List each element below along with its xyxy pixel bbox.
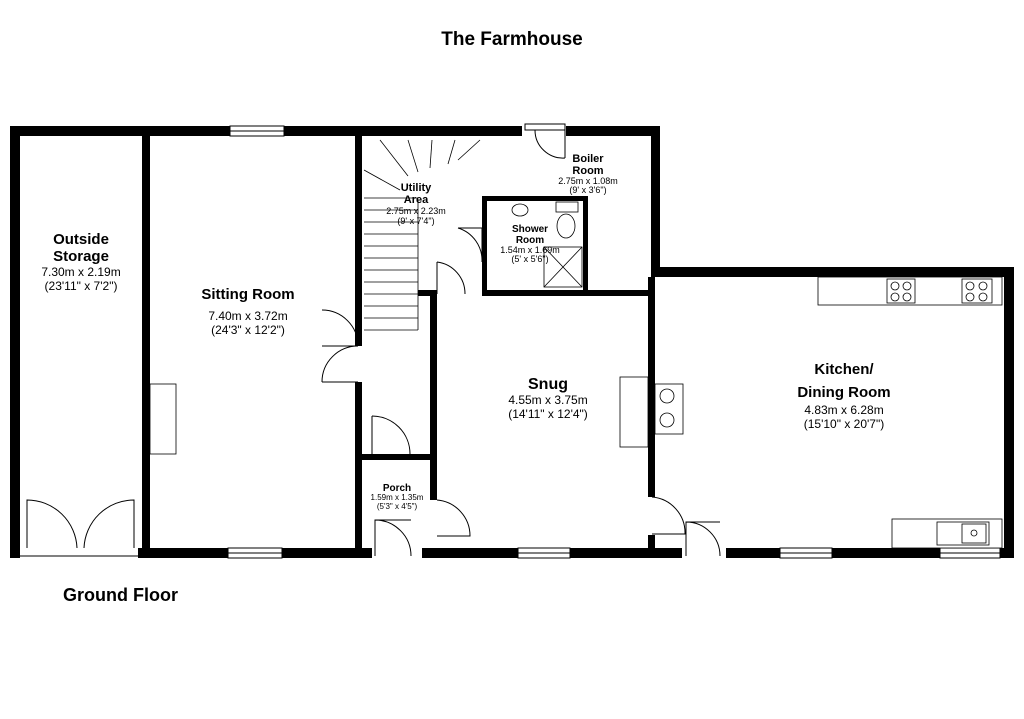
fixtures — [149, 201, 1003, 549]
shower-name-2: Room — [516, 235, 544, 246]
toilet — [556, 213, 576, 239]
sitting-room-dim-imperial: (24'3" x 12'2") — [211, 323, 285, 337]
exterior-walls — [10, 126, 1014, 558]
staircase — [363, 139, 481, 331]
outside-storage-dim-imperial: (23'11" x 7'2") — [45, 279, 118, 293]
porch-dim-imperial: (5'3" x 4'5") — [377, 502, 418, 511]
utility-name-2: Area — [404, 194, 429, 206]
snug-dim-metric: 4.55m x 3.75m — [508, 393, 587, 407]
outside-storage-name-2: Storage — [53, 248, 109, 265]
sitting-fireplace — [149, 383, 177, 455]
utility-name-1: Utility — [401, 182, 432, 194]
kitchen-dim-metric: 4.83m x 6.28m — [804, 403, 883, 417]
boiler-dim-metric: 2.75m x 1.08m — [558, 176, 618, 186]
basin — [511, 203, 529, 217]
interior-walls — [142, 136, 655, 548]
boiler-dim-imperial: (9' x 3'6") — [569, 185, 606, 195]
utility-dim-metric: 2.75m x 2.23m — [386, 206, 446, 216]
snug-name: Snug — [528, 376, 568, 393]
sitting-room-name: Sitting Room — [201, 286, 294, 303]
porch-dim-metric: 1.59m x 1.35m — [371, 493, 424, 502]
snug-dim-imperial: (14'11" x 12'4") — [508, 407, 588, 421]
kitchen-name-1: Kitchen/ — [814, 361, 874, 378]
outside-storage-dim-metric: 7.30m x 2.19m — [41, 265, 120, 279]
wall-openings — [20, 126, 1000, 558]
floor-label: Ground Floor — [63, 585, 178, 605]
porch-name: Porch — [383, 483, 411, 494]
shower-dim-imperial: (5' x 5'6") — [511, 254, 548, 264]
room-labels: Outside Storage 7.30m x 2.19m (23'11" x … — [41, 153, 890, 511]
hob-left — [886, 278, 916, 304]
outside-storage-name-1: Outside — [53, 231, 109, 248]
doors — [26, 123, 721, 557]
sitting-room-dim-metric: 7.40m x 3.72m — [208, 309, 287, 323]
kitchen-name-2: Dining Room — [797, 384, 890, 401]
toilet-cistern — [555, 201, 579, 213]
snug-fireplace — [619, 376, 649, 448]
shower-dim-metric: 1.54m x 1.69m — [500, 245, 560, 255]
page-title: The Farmhouse — [441, 29, 583, 50]
boiler-name-1: Boiler — [572, 153, 604, 165]
utility-dim-imperial: (9' x 7'4") — [397, 216, 434, 226]
shower-name-1: Shower — [512, 224, 548, 235]
kitchen-dim-imperial: (15'10" x 20'7") — [804, 417, 884, 431]
windows — [20, 125, 1001, 559]
boiler-name-2: Room — [572, 165, 603, 177]
